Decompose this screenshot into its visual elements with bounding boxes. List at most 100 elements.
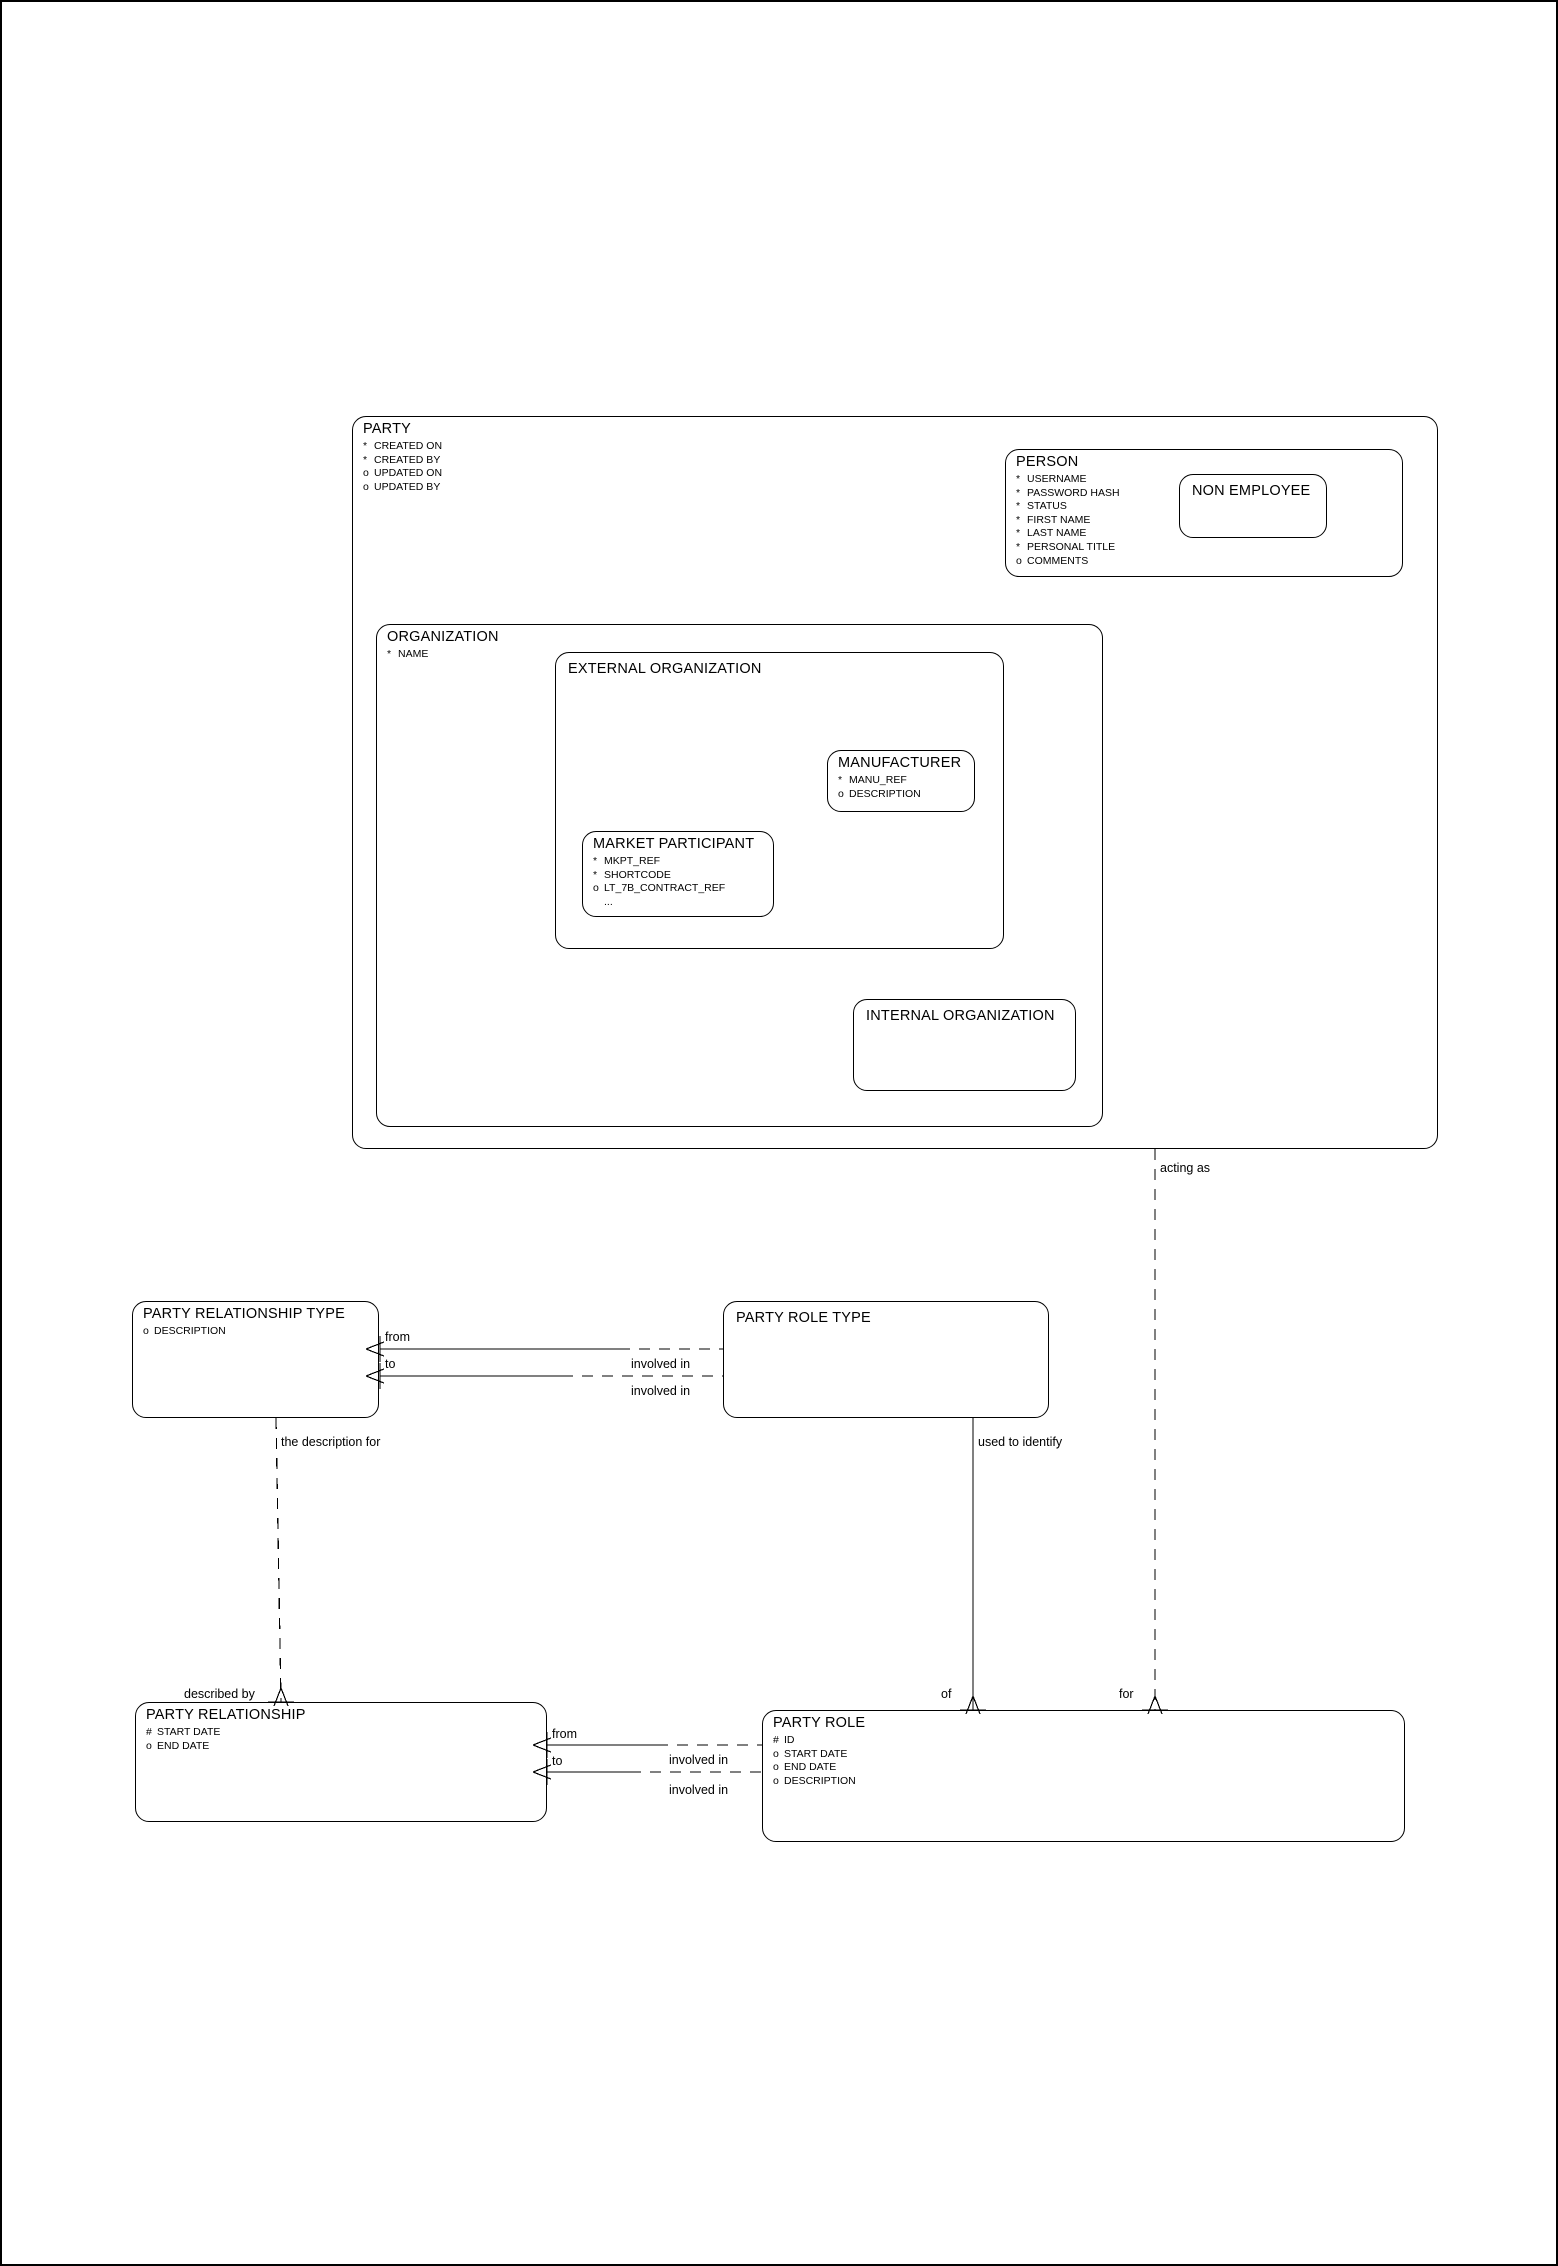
entity-party-role-type[interactable]: PARTY ROLE TYPE — [723, 1301, 1049, 1418]
entity-external-organization-title: EXTERNAL ORGANIZATION — [568, 661, 762, 677]
entity-person-attributes: * USERNAME * PASSWORD HASH * STATUS * FIRST … — [1016, 473, 1120, 568]
attr-label: UPDATED BY — [374, 480, 441, 493]
attr-label: DESCRIPTION — [784, 1774, 856, 1787]
label-for: for — [1119, 1687, 1134, 1701]
attr-mark: o — [838, 787, 844, 800]
entity-party-relationship-type-attributes: o DESCRIPTION — [143, 1325, 226, 1339]
entity-organization[interactable]: ORGANIZATION * NAME — [376, 624, 1103, 1127]
attr-label: MANU_REF — [849, 774, 907, 786]
attr-label: END DATE — [157, 1739, 210, 1752]
attr-label: START DATE — [784, 1747, 848, 1760]
attr-label: COMMENTS — [1027, 554, 1089, 567]
attr-label: STATUS — [1027, 500, 1067, 513]
attr-mark: * — [1016, 500, 1021, 513]
attr-mark: o — [773, 1774, 779, 1787]
attr-mark: * — [1016, 513, 1021, 526]
entity-market-participant-title: MARKET PARTICIPANT — [593, 836, 755, 852]
attr-label: DESCRIPTION — [154, 1325, 226, 1337]
attr-label: USERNAME — [1027, 473, 1087, 485]
entity-internal-organization[interactable]: INTERNAL ORGANIZATION — [853, 999, 1076, 1091]
label-pr-involved-in-1: involved in — [669, 1753, 729, 1767]
attr-mark: * — [1016, 473, 1021, 485]
attr-mark: # — [146, 1726, 152, 1738]
attr-mark: o — [773, 1747, 779, 1760]
line-the-description-for — [275, 1417, 282, 1703]
entity-party-relationship-type[interactable]: PARTY RELATIONSHIP TYPE o DESCRIPTION — [132, 1301, 379, 1418]
crowsfoot-pr-to — [532, 1759, 552, 1785]
attr-label: DESCRIPTION — [849, 787, 921, 800]
attr-mark: * — [593, 855, 598, 867]
entity-party-relationship[interactable]: PARTY RELATIONSHIP # START DATE o END DATE — [135, 1702, 547, 1822]
crowsfoot-pr-from — [532, 1732, 552, 1758]
entity-organization-title: ORGANIZATION — [387, 629, 499, 645]
label-prt-from: from — [385, 1330, 410, 1344]
attr-mark: * — [363, 453, 368, 466]
attr-mark: o — [363, 467, 369, 480]
attr-label: NAME — [398, 648, 429, 660]
label-prt-to: to — [385, 1357, 396, 1371]
label-of: of — [941, 1687, 952, 1701]
label-the-description-for: the description for — [281, 1435, 381, 1449]
attr-label: CREATED ON — [374, 440, 443, 452]
label-used-to-identify: used to identify — [978, 1435, 1063, 1449]
attr-mark: o — [1016, 554, 1022, 567]
label-described-by: described by — [184, 1687, 255, 1701]
attr-label: MKPT_REF — [604, 855, 661, 867]
attr-label: LAST NAME — [1027, 527, 1087, 540]
label-prt-involved-in-2: involved in — [631, 1384, 691, 1398]
attr-label: PERSONAL TITLE — [1027, 540, 1116, 553]
entity-party-relationship-type-title: PARTY RELATIONSHIP TYPE — [143, 1306, 346, 1322]
attr-label: FIRST NAME — [1027, 513, 1091, 526]
attr-label: ... — [604, 895, 613, 908]
entity-market-participant-attributes: * MKPT_REF * SHORTCODE o LT_7B_CONTRACT_REF… — [593, 855, 725, 909]
attr-mark: * — [1016, 540, 1021, 553]
attr-mark: o — [146, 1739, 152, 1752]
attr-label: START DATE — [157, 1726, 221, 1738]
attr-mark: o — [593, 882, 599, 895]
crowsfoot-prt-to — [365, 1363, 385, 1389]
label-prt-involved-in-1: involved in — [631, 1357, 691, 1371]
attr-mark: # — [773, 1734, 779, 1746]
entity-party-role-type-title: PARTY ROLE TYPE — [736, 1310, 871, 1326]
attr-mark: o — [363, 480, 369, 493]
crowsfoot-prt-from — [365, 1336, 385, 1362]
entity-person[interactable]: PERSON * USERNAME * PASSWORD HASH * STATUS … — [1005, 449, 1403, 577]
attr-label: END DATE — [784, 1761, 837, 1774]
attr-mark: * — [838, 774, 843, 786]
attr-label: LT_7B_CONTRACT_REF — [604, 882, 726, 895]
entity-party-title: PARTY — [363, 421, 412, 437]
attr-mark: o — [143, 1325, 149, 1337]
attr-label: PASSWORD HASH — [1027, 486, 1120, 499]
entity-party-role-title: PARTY ROLE — [773, 1715, 866, 1731]
attr-label: ID — [784, 1734, 795, 1746]
label-pr-involved-in-2: involved in — [669, 1783, 729, 1797]
attr-mark: * — [1016, 486, 1021, 499]
entity-party-relationship-title: PARTY RELATIONSHIP — [146, 1707, 306, 1723]
attr-label: SHORTCODE — [604, 868, 671, 881]
entity-non-employee[interactable]: NON EMPLOYEE — [1179, 474, 1327, 538]
entity-party-relationship-attributes: # START DATE o END DATE — [146, 1726, 220, 1753]
entity-internal-organization-title: INTERNAL ORGANIZATION — [866, 1008, 1055, 1024]
label-pr-to: to — [552, 1754, 563, 1768]
attr-mark: * — [593, 868, 598, 881]
entity-organization-attributes: * NAME — [387, 648, 428, 662]
attr-mark: * — [387, 648, 392, 660]
attr-mark: * — [363, 440, 368, 452]
attr-label: CREATED BY — [374, 453, 441, 466]
entity-non-employee-title: NON EMPLOYEE — [1192, 483, 1311, 499]
attr-mark: o — [773, 1761, 779, 1774]
label-acting-as: acting as — [1160, 1161, 1211, 1175]
attr-mark: * — [1016, 527, 1021, 540]
entity-external-organization[interactable]: EXTERNAL ORGANIZATION — [555, 652, 1004, 949]
entity-manufacturer-attributes: * MANU_REF o DESCRIPTION — [838, 774, 921, 801]
attr-label: UPDATED ON — [374, 467, 443, 480]
entity-market-participant[interactable]: MARKET PARTICIPANT * MKPT_REF * SHORTCODE … — [582, 831, 774, 917]
entity-party[interactable]: PARTY * CREATED ON * CREATED BY o UPDATED O… — [352, 416, 1438, 1149]
label-pr-from: from — [552, 1727, 577, 1741]
entity-person-title: PERSON — [1016, 454, 1079, 470]
